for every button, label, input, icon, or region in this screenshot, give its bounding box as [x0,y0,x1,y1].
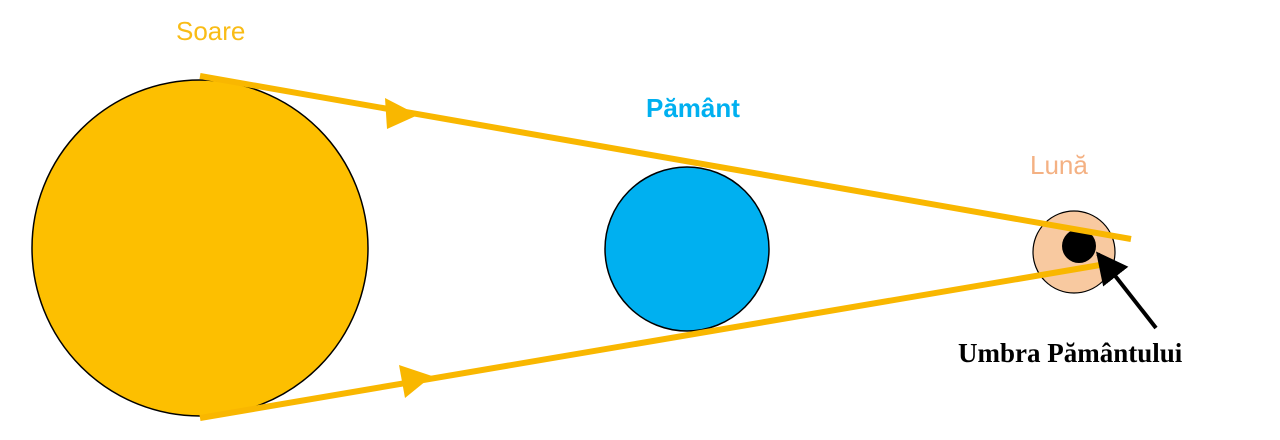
lower-ray [199,262,1101,421]
shadow-pointer-arrow [1096,251,1158,330]
sun-label: Soare [176,16,246,46]
earth-shadow-label: Umbra Pământului [958,338,1183,368]
earth-label: Pământ [646,93,740,123]
lower-ray-arrowhead [399,365,432,398]
earth-circle [604,166,770,332]
moon-label: Lună [1030,150,1088,180]
sun-circle [31,79,369,417]
earth-shadow-spot [1062,229,1096,263]
upper-ray [199,73,1132,242]
upper-ray-arrowhead [385,98,418,129]
